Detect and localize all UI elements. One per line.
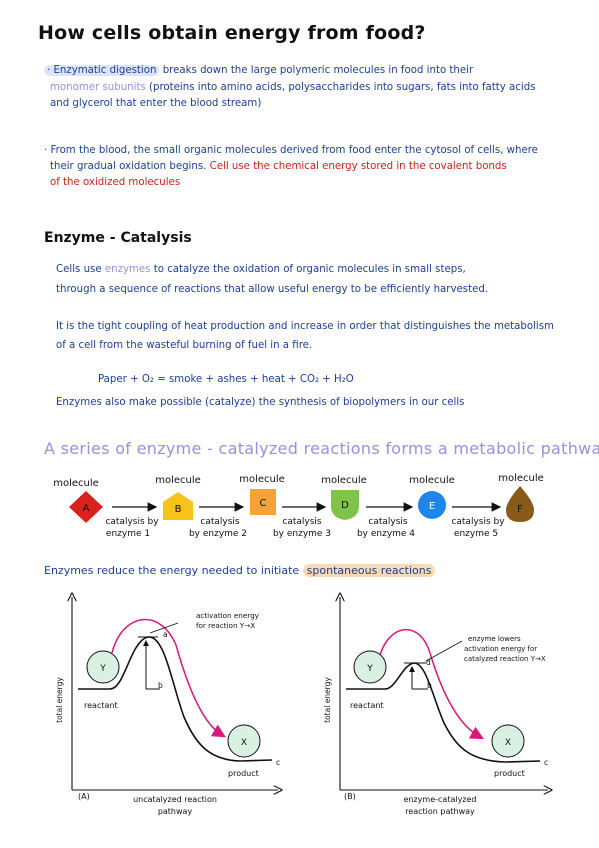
graph-b-label-b: b (427, 681, 432, 690)
graph-b-xlabel1: enzyme-catalyzed (403, 795, 476, 804)
pathway-diagram: molecule molecule molecule molecule mole… (53, 473, 544, 539)
graph-a-xlabel1: uncatalyzed reaction (133, 795, 217, 804)
graph-a-pink-arrow-2 (175, 644, 226, 738)
catalysis-p1-line2: through a sequence of reactions that all… (56, 284, 489, 295)
molecule-f-shape (506, 486, 534, 522)
graph-b-product-x (491, 724, 525, 758)
molecule-a-letter: A (83, 503, 90, 514)
molecule-b-shape (163, 492, 193, 520)
graph-b-pink-arrow-2 (429, 652, 484, 740)
step2-line2: by enzyme 2 (189, 529, 247, 539)
term-spontaneous-reactions: spontaneous reactions (302, 564, 436, 577)
bullet-blood-line2: their gradual oxidation begins. Cell use… (50, 161, 507, 172)
graph-b-annotation2: activation energy for (464, 645, 537, 653)
graph-a-y-letter: Y (99, 664, 106, 674)
equation: Paper + O₂ = smoke + ashes + heat + CO₂ … (98, 374, 354, 385)
graph-b-annotation1: enzyme lowers (468, 635, 521, 643)
graph-b-label-d: d (426, 658, 431, 667)
molecule-d-letter: D (341, 500, 349, 511)
graph-a-product-label: product (228, 769, 259, 778)
molecule-label-a: molecule (53, 478, 99, 489)
graph-a-annotation1: activation energy (196, 611, 260, 620)
graph-a-energy-curve (78, 636, 273, 762)
graph-a: total energy a b c activation energy for… (55, 597, 280, 816)
graph-b-pink-arrow-1 (379, 628, 431, 656)
molecule-c-shape (250, 489, 276, 515)
step3-line1: catalysis (282, 517, 322, 527)
step3-line2: by enzyme 3 (273, 529, 331, 539)
bullet-digestion-line2: monomer subunits (proteins into amino ac… (50, 82, 536, 93)
molecule-b-letter: B (175, 504, 182, 515)
graph-b-annotation3: catalyzed reaction Y→X (464, 655, 546, 663)
graph-b-ylabel: total energy (323, 677, 332, 723)
molecule-c-letter: C (260, 498, 267, 509)
graph-b-x-letter: X (505, 738, 511, 748)
graph-b-y-letter: Y (366, 664, 373, 674)
catalysis-p2-line2: of a cell from the wasteful burning of f… (56, 340, 313, 351)
graph-a-label-a: a (163, 630, 168, 639)
molecule-f-letter: F (517, 504, 523, 515)
graph-a-reactant-label: reactant (84, 701, 118, 710)
bullet-blood-line3: of the oxidized molecules (50, 177, 181, 188)
graph-b-energy-curve (346, 662, 541, 763)
graph-a-reactant-y (86, 650, 120, 684)
graph-b-reactant-y (353, 650, 387, 684)
graph-b-product-label: product (494, 769, 525, 778)
graph-a-pointer (149, 622, 179, 634)
graph-a-annotation2: for reaction Y→X (196, 621, 255, 630)
step4-line1: catalysis (368, 517, 408, 527)
bullet-digestion: · Enzymatic digestion breaks down the la… (44, 63, 473, 78)
catalysis-p2-line1: It is the tight coupling of heat product… (56, 321, 554, 332)
term-enzymatic-digestion: · Enzymatic digestion (44, 65, 160, 76)
graph-a-x-letter: X (241, 738, 247, 748)
step4-line2: by enzyme 4 (357, 529, 415, 539)
molecule-d-shape (331, 490, 359, 520)
molecule-label-d: molecule (321, 475, 367, 486)
molecule-label-e: molecule (409, 475, 455, 486)
graph-a-xlabel2: pathway (158, 807, 193, 816)
graph-b-tag: (B) (344, 792, 356, 801)
graph-a-pink-arrow-1 (111, 618, 177, 654)
graph-a-product-x (227, 724, 261, 758)
bullet-blood-line1: · From the blood, the small organic mole… (44, 145, 538, 156)
heading-energy: Enzymes reduce the energy needed to init… (44, 563, 436, 578)
graph-b-pointer (425, 640, 463, 662)
energy-graphs: total energy a b c activation energy for… (55, 585, 599, 816)
step2-line1: catalysis (200, 517, 240, 527)
step5-line2: enzyme 5 (454, 529, 498, 539)
bullet-digestion-line3: and glycerol that enter the blood stream… (50, 98, 262, 109)
graph-a-tag: (A) (78, 792, 90, 801)
molecule-label-f: molecule (498, 473, 544, 484)
graph-b: total energy d b c enzyme lowers activat… (323, 597, 548, 816)
heading-enzyme-catalysis: Enzyme - Catalysis (44, 230, 192, 246)
catalysis-p3: Enzymes also make possible (catalyze) th… (56, 397, 465, 408)
molecule-e-shape (418, 491, 446, 519)
graph-a-ylabel: total energy (55, 677, 64, 723)
graph-b-reactant-label: reactant (350, 701, 384, 710)
molecule-a-shape (69, 491, 103, 523)
step5-line1: catalysis by (451, 517, 505, 527)
graph-a-label-b: b (158, 681, 163, 690)
graph-b-xlabel2: reaction pathway (405, 807, 475, 816)
page-title: How cells obtain energy from food? (38, 22, 426, 44)
step1-line1: catalysis by (105, 517, 159, 527)
step1-line2: enzyme 1 (106, 529, 150, 539)
heading-metabolic-pathway: A series of enzyme - catalyzed reactions… (44, 439, 599, 458)
molecule-e-letter: E (429, 501, 435, 512)
molecule-label-c: molecule (239, 474, 285, 485)
molecule-label-b: molecule (155, 475, 201, 486)
catalysis-p1-line1: Cells use enzymes to catalyze the oxidat… (56, 264, 466, 275)
graph-a-label-c: c (276, 758, 280, 767)
graph-b-label-c: c (544, 758, 548, 767)
